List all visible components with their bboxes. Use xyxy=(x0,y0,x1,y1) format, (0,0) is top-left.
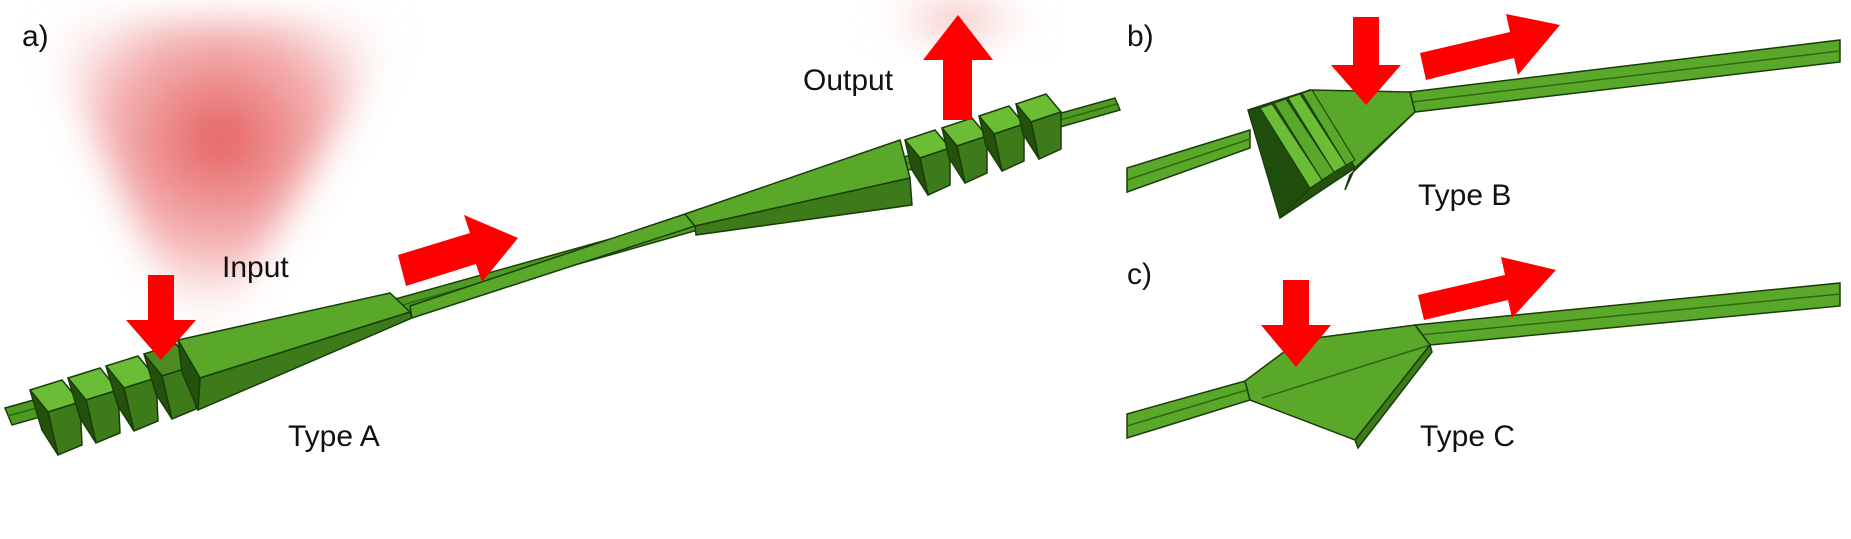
light-beam-icon xyxy=(40,20,400,360)
grating-coupler-icon xyxy=(28,343,197,457)
panel-b: b) Type B xyxy=(1126,14,1841,220)
output-label: Output xyxy=(803,64,894,97)
down-arrow-icon xyxy=(1261,280,1331,367)
taper-body xyxy=(1244,324,1433,450)
up-arrow-icon xyxy=(923,15,993,120)
right-arrow-icon xyxy=(1418,257,1556,320)
right-arrow-icon xyxy=(1420,14,1560,80)
down-arrow-icon xyxy=(126,275,196,360)
grating-coupler-icon xyxy=(903,93,1063,197)
panel-c: c) Type C xyxy=(1126,257,1841,453)
panel-a: a) Input Output Type A xyxy=(3,0,1122,457)
output-taper xyxy=(683,139,913,236)
caption-type-a: Type A xyxy=(288,420,380,453)
grating-coupler-icon xyxy=(1247,89,1357,220)
input-taper xyxy=(176,292,413,412)
caption-type-c: Type C xyxy=(1420,420,1515,453)
input-label: Input xyxy=(222,251,289,284)
panel-label-b: b) xyxy=(1127,20,1154,53)
right-arrow-icon xyxy=(398,215,518,286)
down-arrow-icon xyxy=(1331,17,1401,105)
caption-type-b: Type B xyxy=(1418,179,1511,212)
panel-label-a: a) xyxy=(22,20,49,53)
panel-label-c: c) xyxy=(1127,258,1152,291)
